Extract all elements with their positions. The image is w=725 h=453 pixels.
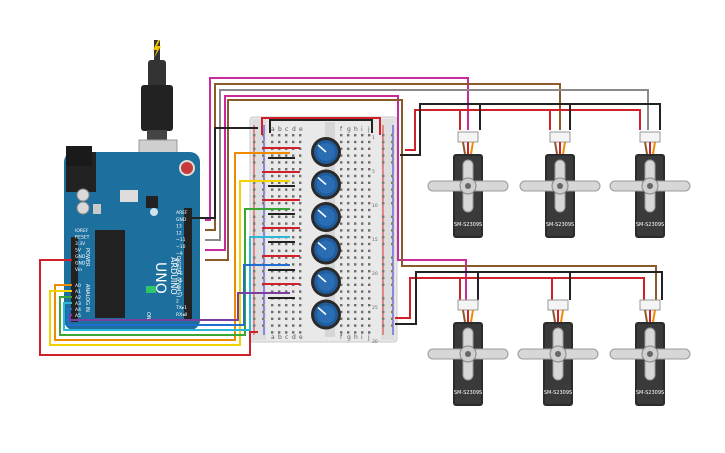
servo-motor[interactable]: SM-S2309S (427, 299, 509, 406)
column-letter: h (354, 126, 358, 133)
column-letter: j (367, 126, 370, 133)
pin-label: RX◂0 (176, 312, 187, 318)
potentiometer[interactable] (311, 137, 341, 167)
pin-label: GND (75, 254, 86, 260)
wires[interactable] (39, 77, 663, 356)
digital-header-label: DIGITAL (PWM~) (175, 256, 181, 298)
potentiometers[interactable] (311, 137, 341, 330)
pin-label: ~11 (176, 237, 186, 243)
servo-label: SM-S2309S (546, 222, 574, 228)
row-number: 20 (372, 271, 378, 277)
pin-label: IOREF (75, 228, 89, 234)
column-letter: g (347, 334, 351, 341)
column-letter: d (292, 126, 296, 133)
pin-label: A4 (75, 307, 81, 313)
lightning-icon (153, 40, 161, 58)
column-letter: h (354, 334, 358, 341)
row-number: 1 (372, 135, 375, 141)
row-number: 25 (372, 305, 378, 311)
column-letter: d (292, 334, 296, 341)
servos[interactable]: SM-S2309S SM-S2309S SM-S2309S SM-S2309S SM-S… (427, 131, 691, 406)
arduino-board[interactable]: ARDUINO UNO POWER ANALOG IN DIGITAL (PWM… (64, 146, 200, 330)
atmega-chip (95, 230, 125, 318)
column-letter: i (361, 126, 363, 133)
pin-label: Vin (75, 267, 82, 273)
pin-label: A1 (75, 289, 81, 295)
servo-motor[interactable]: SM-S2309S (609, 299, 691, 406)
column-letter: i (361, 334, 363, 341)
servo-motor[interactable]: SM-S2309S (427, 131, 509, 238)
pin-label: A3 (75, 301, 81, 307)
potentiometer[interactable] (311, 202, 341, 232)
column-letter: b (278, 334, 282, 341)
servo-motor[interactable]: SM-S2309S (517, 299, 599, 406)
column-letter: c (285, 126, 288, 133)
column-letter: j (367, 334, 370, 341)
reset-button[interactable] (179, 160, 195, 176)
column-letter: c (285, 334, 288, 341)
pin-label: 13 (176, 224, 182, 230)
column-letter: f (340, 334, 343, 341)
pin-label: GND (75, 261, 86, 267)
column-letter: a (271, 334, 275, 341)
servo-label: SM-S2309S (636, 222, 664, 228)
servo-label: SM-S2309S (636, 390, 664, 396)
column-letter: b (278, 126, 282, 133)
pin-label: 12 (176, 230, 182, 236)
column-letter: a (271, 126, 275, 133)
row-number: 5 (372, 169, 375, 175)
pin-label: 5V (75, 248, 82, 254)
pin-label: 2 (176, 298, 179, 304)
pin-label: A0 (75, 283, 81, 289)
wire-magenta-bottom[interactable] (205, 95, 467, 300)
wire-brown-bottom[interactable] (205, 99, 657, 300)
power-header-label: POWER (84, 248, 90, 267)
column-letter: e (299, 126, 303, 133)
potentiometer[interactable] (311, 267, 341, 297)
row-number: 10 (372, 203, 378, 209)
usb-cable[interactable] (138, 40, 178, 171)
row-number: 30 (372, 339, 378, 345)
pin-label: 7 (176, 264, 179, 270)
servo-motor[interactable]: SM-S2309S (609, 131, 691, 238)
pin-label: RESET (75, 235, 90, 241)
column-letter: e (299, 334, 303, 341)
pin-label: ~5 (176, 278, 183, 284)
column-letter: f (340, 126, 343, 133)
row-number: 15 (372, 237, 378, 243)
pin-label: GND (176, 217, 187, 223)
wire-brown-top[interactable] (205, 83, 561, 231)
servo-label: SM-S2309S (454, 390, 482, 396)
arduino-model-text: UNO (152, 262, 168, 294)
pin-label: 4 (176, 285, 179, 291)
potentiometer[interactable] (311, 234, 341, 265)
wire-magenta-top[interactable] (205, 77, 469, 221)
pin-label: A2 (75, 295, 81, 301)
servo-motor[interactable]: SM-S2309S (519, 131, 601, 238)
pin-label: ~9 (176, 251, 183, 257)
pin-label: A5 (75, 313, 81, 319)
pin-label: 8 (176, 258, 179, 264)
pin-label: ~10 (176, 244, 186, 250)
pin-label: 3.3V (75, 241, 86, 247)
analog-header-label: ANALOG IN (84, 284, 90, 312)
pin-label: TX▸1 (175, 305, 187, 311)
pin-label: AREF (176, 210, 188, 216)
servo-label: SM-S2309S (544, 390, 572, 396)
servo-label: SM-S2309S (454, 222, 482, 228)
column-letter: g (347, 126, 351, 133)
arduino-brand-text: ARDUINO (169, 257, 178, 295)
pin-label: ~3 (176, 292, 183, 298)
pin-label: ~6 (176, 271, 183, 277)
on-led-label: ON (145, 312, 151, 320)
potentiometer[interactable] (311, 169, 341, 200)
potentiometer[interactable] (311, 299, 341, 330)
